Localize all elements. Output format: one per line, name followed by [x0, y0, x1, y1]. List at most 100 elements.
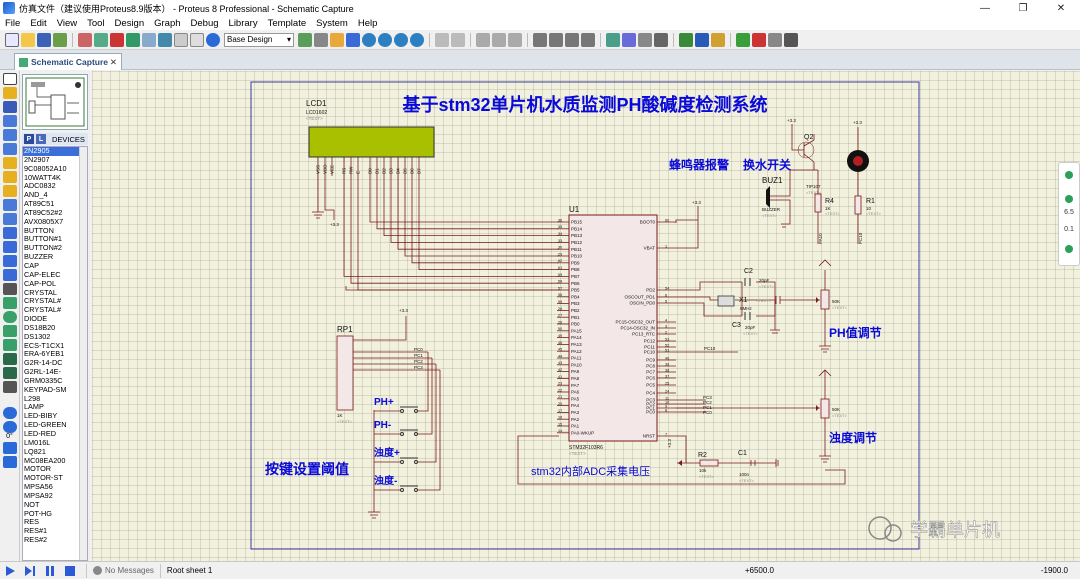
pan-icon[interactable] — [346, 32, 360, 47]
device-list-item[interactable]: RES — [24, 518, 40, 527]
device-list-item[interactable]: AT89C51 — [24, 200, 55, 209]
device-list-item[interactable]: BUTTON#1 — [24, 235, 62, 244]
device-list-item[interactable]: CRYSTAL# — [24, 306, 62, 315]
wire-label-icon[interactable] — [3, 115, 17, 127]
device-list-item[interactable]: BUTTON — [24, 226, 54, 235]
netlist-icon[interactable] — [784, 32, 798, 47]
close-button[interactable]: ✕ — [1056, 2, 1066, 14]
new-file-icon[interactable] — [5, 32, 19, 47]
bom-icon[interactable] — [158, 32, 172, 47]
mirror-x-icon[interactable] — [3, 442, 17, 454]
arc-tool-icon[interactable] — [3, 325, 17, 337]
grid-toggle-icon[interactable] — [314, 32, 328, 47]
selection-mode-icon[interactable] — [3, 73, 17, 85]
rotate-ccw-icon[interactable] — [3, 421, 17, 433]
device-list-scrollbar[interactable] — [79, 147, 87, 560]
restore-button[interactable]: ❐ — [1018, 2, 1028, 14]
notes-icon[interactable] — [190, 32, 204, 47]
minimize-button[interactable]: — — [980, 2, 990, 14]
device-list-item[interactable]: LQ821 — [24, 447, 46, 456]
tab-schematic-capture[interactable]: Schematic Capture ✕ — [14, 53, 122, 70]
device-list-item[interactable]: CAP — [24, 261, 40, 270]
copy-icon[interactable] — [492, 32, 506, 47]
device-list-item[interactable]: DIODE — [24, 315, 48, 324]
line-tool-icon[interactable] — [3, 283, 17, 295]
source-code-icon[interactable] — [174, 32, 188, 47]
origin-icon[interactable] — [330, 32, 344, 47]
menu-system[interactable]: System — [316, 17, 348, 29]
block-move-icon[interactable] — [549, 32, 563, 47]
q2-transistor[interactable]: Q2 TIP107 <TEXT> +3.3 — [787, 118, 822, 195]
device-list-item[interactable]: AT89C52#2 — [24, 208, 63, 217]
reset-circuit[interactable]: R2 10k <TEXT> C1 100n <TEXT> +3.3 — [667, 435, 779, 483]
property-assign-icon[interactable] — [711, 32, 725, 47]
menu-file[interactable]: File — [5, 17, 21, 29]
3d-view-icon[interactable] — [142, 32, 156, 47]
rotate-cw-icon[interactable] — [3, 407, 17, 419]
device-list-item[interactable]: KEYPAD-SM — [24, 385, 67, 394]
device-list-item[interactable]: RES#1 — [24, 527, 48, 536]
box-tool-icon[interactable] — [3, 297, 17, 309]
device-list-item[interactable]: RES#2 — [24, 536, 48, 545]
terminal-icon[interactable] — [3, 171, 17, 183]
device-list-item[interactable]: 2N2907 — [24, 155, 50, 164]
turbidity-potentiometer[interactable]: 50K <TEXT> — [676, 369, 848, 463]
device-list-item[interactable]: G2RL-14E- — [24, 368, 61, 377]
component-mode-icon[interactable] — [3, 87, 17, 99]
device-list-item[interactable]: BUZZER — [24, 253, 54, 262]
device-list-item[interactable]: LM016L — [24, 438, 51, 447]
refresh-icon[interactable] — [298, 32, 312, 47]
threshold-button[interactable]: 浊度+ — [374, 364, 437, 464]
tab-close-icon[interactable]: ✕ — [109, 56, 117, 67]
device-list-item[interactable]: CRYSTAL — [24, 288, 57, 297]
search-tag-icon[interactable] — [695, 32, 709, 47]
text-script-icon[interactable] — [3, 129, 17, 141]
menu-library[interactable]: Library — [228, 17, 258, 29]
schematic-icon[interactable] — [94, 32, 108, 47]
device-list-item[interactable]: ERA-6YEB1 — [24, 350, 65, 359]
overview-window[interactable] — [22, 74, 88, 130]
device-list-item[interactable]: DS1302 — [24, 332, 51, 341]
device-list-item[interactable]: AVX0805X7 — [24, 217, 64, 226]
zoom-in-icon[interactable] — [362, 32, 376, 47]
device-list-item[interactable]: ECS-T1CX1 — [24, 341, 65, 350]
device-list-item[interactable]: LAMP — [24, 403, 44, 412]
device-list-item[interactable]: LED-BIBY — [24, 412, 58, 421]
step-icon[interactable] — [24, 565, 36, 577]
device-list-item[interactable]: ADC0832 — [24, 182, 56, 191]
threshold-button[interactable]: PH+ — [374, 352, 429, 413]
device-list-item[interactable]: MPSA92 — [24, 491, 53, 500]
help-icon[interactable] — [206, 32, 220, 47]
device-list-item[interactable]: CRYSTAL# — [24, 297, 62, 306]
subcircuit-icon[interactable] — [3, 157, 17, 169]
library-manager-button[interactable]: L — [36, 134, 46, 144]
marker-tool-icon[interactable] — [3, 381, 17, 393]
device-pin-icon[interactable] — [3, 185, 17, 197]
save-icon[interactable] — [37, 32, 51, 47]
menu-template[interactable]: Template — [267, 17, 307, 29]
pick-device-icon[interactable] — [606, 32, 620, 47]
wire-autorouter-icon[interactable] — [679, 32, 693, 47]
decompose-icon[interactable] — [654, 32, 668, 47]
current-probe-icon[interactable] — [3, 255, 17, 267]
motor[interactable]: +3.3 R1 10 <TEXT> PC10 — [847, 120, 882, 244]
menu-design[interactable]: Design — [114, 17, 145, 29]
block-rotate-icon[interactable] — [565, 32, 579, 47]
menu-debug[interactable]: Debug — [190, 17, 219, 29]
messages-field[interactable]: No Messages — [86, 563, 160, 578]
bus-icon[interactable] — [3, 143, 17, 155]
new-sheet-icon[interactable] — [736, 32, 750, 47]
device-list-item[interactable]: BUTTON#2 — [24, 244, 62, 253]
mirror-y-icon[interactable] — [3, 456, 17, 468]
device-list-item[interactable]: 9C08052A10 — [24, 164, 67, 173]
undo-icon[interactable] — [435, 32, 449, 47]
cut-icon[interactable] — [476, 32, 490, 47]
path-tool-icon[interactable] — [3, 339, 17, 351]
device-list-item[interactable]: GRM0335C — [24, 376, 63, 385]
import-icon[interactable] — [53, 32, 67, 47]
device-list-item[interactable]: LED-GREEN — [24, 421, 67, 430]
block-copy-icon[interactable] — [533, 32, 547, 47]
device-list-item[interactable]: POT-HG — [24, 509, 52, 518]
crystal-circuit[interactable]: C2 20pF <TEXT> X1 8MHz <TEXT> C3 20pF <T… — [676, 268, 780, 336]
